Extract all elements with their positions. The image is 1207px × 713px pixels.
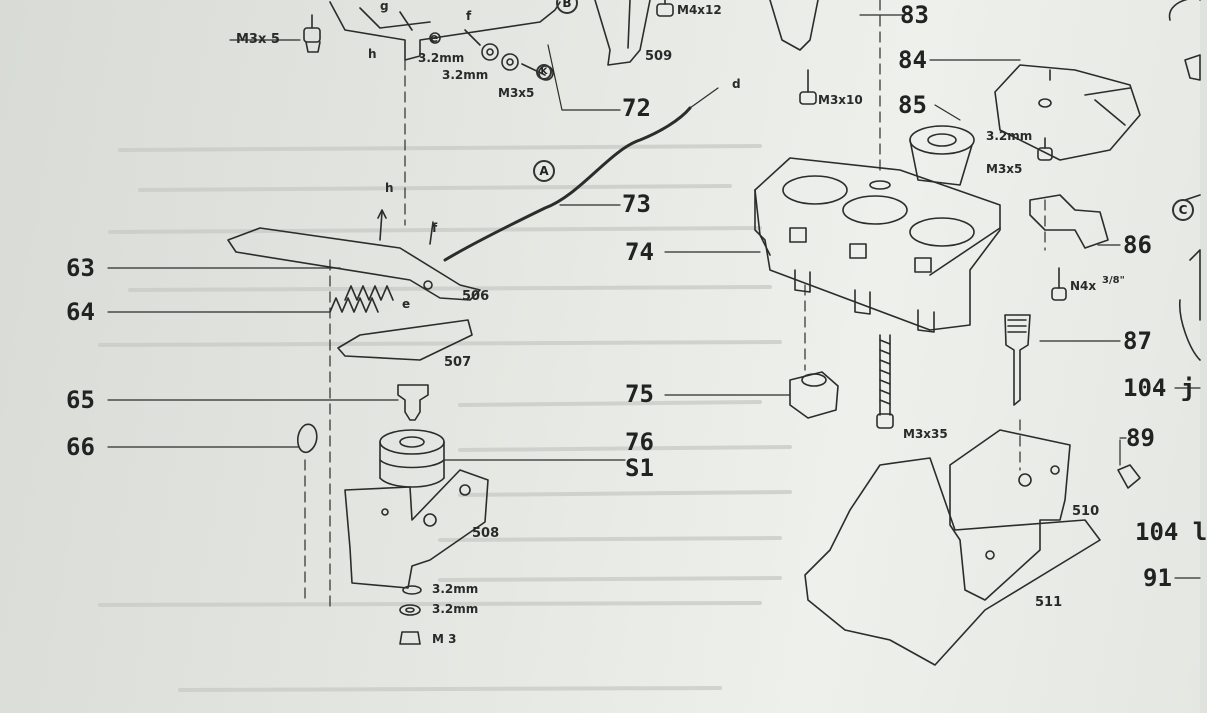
screw-n4 <box>1051 267 1067 301</box>
hw-n4-fraction: 3/8" <box>1102 275 1125 286</box>
hw-m4x12: M4x12 <box>677 3 722 17</box>
part-83 <box>769 0 819 51</box>
button-85 <box>909 125 975 186</box>
hw-m3x5-screw: M3x5 <box>498 86 535 100</box>
marker-g: g <box>380 0 389 13</box>
marker-f2: f <box>432 221 438 235</box>
marker-b: B <box>556 0 578 14</box>
cable-rod <box>443 106 692 262</box>
hw-washer-d: 3.2mm <box>432 582 479 596</box>
spring-63 <box>344 285 394 301</box>
callout-91: 91 <box>1143 564 1172 592</box>
callout-86: 86 <box>1123 231 1152 259</box>
callout-72: 72 <box>622 94 651 122</box>
bracket-86 <box>1029 194 1109 249</box>
hw-m3x5-right: M3x5 <box>986 162 1023 176</box>
marker-c: C <box>1172 199 1194 221</box>
marker-d: d <box>732 77 741 91</box>
marker-e2: e <box>402 297 411 311</box>
clip-89 <box>1117 464 1141 489</box>
hw-washer-a: 3.2mm <box>418 51 465 65</box>
plate-507 <box>337 319 473 361</box>
leader-lines <box>107 14 1201 579</box>
bracket-510 <box>949 429 1071 601</box>
hw-nut-m3: M 3 <box>432 632 457 646</box>
bracket-508 <box>344 469 489 589</box>
hw-washer-c: 3.2mm <box>986 129 1033 143</box>
callout-85: 85 <box>898 91 927 119</box>
callout-104l: 104 l <box>1135 518 1207 546</box>
screw-m3x5-top <box>303 14 321 53</box>
callout-64: 64 <box>66 298 95 326</box>
top-bracket <box>329 1 561 61</box>
hw-washer-b: 3.2mm <box>442 68 489 82</box>
part-no-506: 506 <box>462 289 490 304</box>
alignment-lines <box>304 0 1046 611</box>
callout-73: 73 <box>622 190 651 218</box>
screw-m3x10 <box>799 69 817 105</box>
callout-74: 74 <box>625 238 654 266</box>
lever-506 <box>227 227 481 301</box>
clip-66 <box>297 423 318 453</box>
bleed-through-text <box>98 144 792 692</box>
part-no-511: 511 <box>1035 595 1063 610</box>
marker-f: f <box>466 9 472 23</box>
foot-75 <box>789 371 839 419</box>
callout-83: 83 <box>900 1 929 29</box>
hw-m3x5-top: M3x 5 <box>236 32 280 47</box>
screw-m3x35 <box>876 334 894 429</box>
marker-a: A <box>533 160 555 182</box>
callout-65: 65 <box>66 386 95 414</box>
callout-87: 87 <box>1123 327 1152 355</box>
housing-74 <box>754 157 1001 333</box>
screw-m3x5-right <box>1037 137 1053 161</box>
part-no-507: 507 <box>444 355 472 370</box>
part-no-508: 508 <box>472 526 500 541</box>
part-84 <box>994 64 1141 161</box>
shaft-87 <box>1004 314 1031 406</box>
pin-65 <box>397 384 429 421</box>
callout-104j: 104 j <box>1123 374 1196 402</box>
part-no-509: 509 <box>645 49 673 64</box>
spring-64 <box>329 297 379 313</box>
callout-84: 84 <box>898 46 927 74</box>
callout-66: 66 <box>66 433 95 461</box>
marker-h2: h <box>385 181 394 195</box>
part-no-510: 510 <box>1072 504 1100 519</box>
screw-m4x12 <box>656 0 674 17</box>
marker-h: h <box>368 47 377 61</box>
hw-m3x10: M3x10 <box>818 93 863 107</box>
hw-washer-e: 3.2mm <box>432 602 479 616</box>
callout-s1: S1 <box>625 454 654 482</box>
hw-m3x35: M3x35 <box>903 427 948 441</box>
marker-e: e <box>430 31 439 45</box>
callout-75: 75 <box>625 380 654 408</box>
callout-63: 63 <box>66 254 95 282</box>
marker-k: K <box>536 64 552 80</box>
callout-76: 76 <box>625 428 654 456</box>
callout-89: 89 <box>1126 424 1155 452</box>
bushing-76 <box>379 429 445 488</box>
plate-511 <box>804 457 1101 666</box>
hw-n4: N4x <box>1070 279 1097 293</box>
